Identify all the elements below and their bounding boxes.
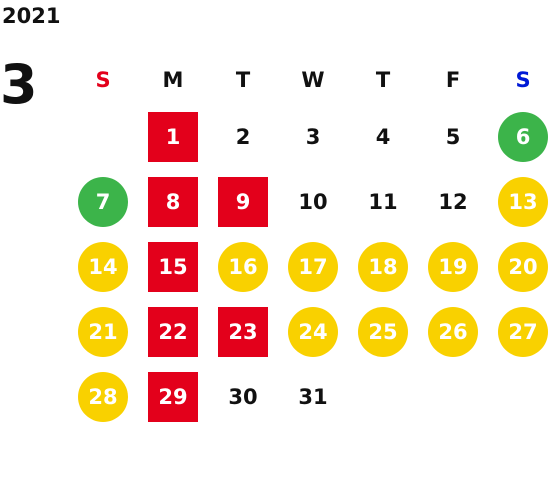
day-cell[interactable]: 22 [138,299,208,364]
day-15[interactable]: 15 [148,241,198,292]
day-cell[interactable]: 2 [208,104,278,169]
day-cell[interactable]: 19 [418,234,488,299]
day-cell[interactable]: 29 [138,364,208,429]
calendar-month: 3 [0,53,38,116]
day-17[interactable]: 17 [288,241,338,292]
day-cell[interactable]: 12 [418,169,488,234]
day-7[interactable]: 7 [78,176,128,227]
day-cell[interactable]: 13 [488,169,548,234]
day-cell[interactable]: 6 [488,104,548,169]
day-cell[interactable]: 3 [278,104,348,169]
day-cell[interactable]: 24 [278,299,348,364]
day-14[interactable]: 14 [78,241,128,292]
day-cell[interactable]: 8 [138,169,208,234]
day-4[interactable]: 4 [375,124,391,149]
day-25[interactable]: 25 [358,306,408,357]
day-cell[interactable]: 16 [208,234,278,299]
day-20[interactable]: 20 [498,241,548,292]
day-31[interactable]: 31 [298,384,328,409]
day-cell[interactable]: 31 [278,364,348,429]
day-6[interactable]: 6 [498,111,548,162]
day-22[interactable]: 22 [148,306,198,357]
day-11[interactable]: 11 [368,189,398,214]
day-cell[interactable]: 7 [68,169,138,234]
day-13[interactable]: 13 [498,176,548,227]
weekday-header: S [95,68,111,92]
day-cell[interactable]: 10 [278,169,348,234]
day-29[interactable]: 29 [148,371,198,422]
day-24[interactable]: 24 [288,306,338,357]
day-cell[interactable]: 26 [418,299,488,364]
day-1[interactable]: 1 [148,111,198,162]
day-18[interactable]: 18 [358,241,408,292]
weekday-header: T [235,68,251,92]
weekday-header: M [162,68,184,92]
day-cell[interactable]: 27 [488,299,548,364]
day-12[interactable]: 12 [438,189,468,214]
day-30[interactable]: 30 [228,384,258,409]
day-21[interactable]: 21 [78,306,128,357]
day-23[interactable]: 23 [218,306,268,357]
day-cell[interactable]: 20 [488,234,548,299]
day-cell[interactable]: 30 [208,364,278,429]
day-cell[interactable]: 11 [348,169,418,234]
day-cell[interactable]: 21 [68,299,138,364]
day-19[interactable]: 19 [428,241,478,292]
day-cell[interactable]: 5 [418,104,488,169]
day-10[interactable]: 10 [298,189,328,214]
day-9[interactable]: 9 [218,176,268,227]
day-cell[interactable]: 1 [138,104,208,169]
day-cell[interactable]: 4 [348,104,418,169]
empty-cell [68,104,138,169]
day-cell[interactable]: 14 [68,234,138,299]
day-cell[interactable]: 15 [138,234,208,299]
day-27[interactable]: 27 [498,306,548,357]
day-16[interactable]: 16 [218,241,268,292]
day-cell[interactable]: 23 [208,299,278,364]
weekday-header: T [375,68,391,92]
weekday-header: W [301,68,325,92]
day-cell[interactable]: 28 [68,364,138,429]
day-2[interactable]: 2 [235,124,251,149]
weekday-header: S [515,68,531,92]
day-5[interactable]: 5 [445,124,461,149]
day-8[interactable]: 8 [148,176,198,227]
day-28[interactable]: 28 [78,371,128,422]
day-3[interactable]: 3 [305,124,321,149]
weekday-header: F [445,68,461,92]
day-cell[interactable]: 18 [348,234,418,299]
day-cell[interactable]: 25 [348,299,418,364]
day-26[interactable]: 26 [428,306,478,357]
calendar-year: 2021 [2,4,61,28]
day-cell[interactable]: 17 [278,234,348,299]
day-cell[interactable]: 9 [208,169,278,234]
